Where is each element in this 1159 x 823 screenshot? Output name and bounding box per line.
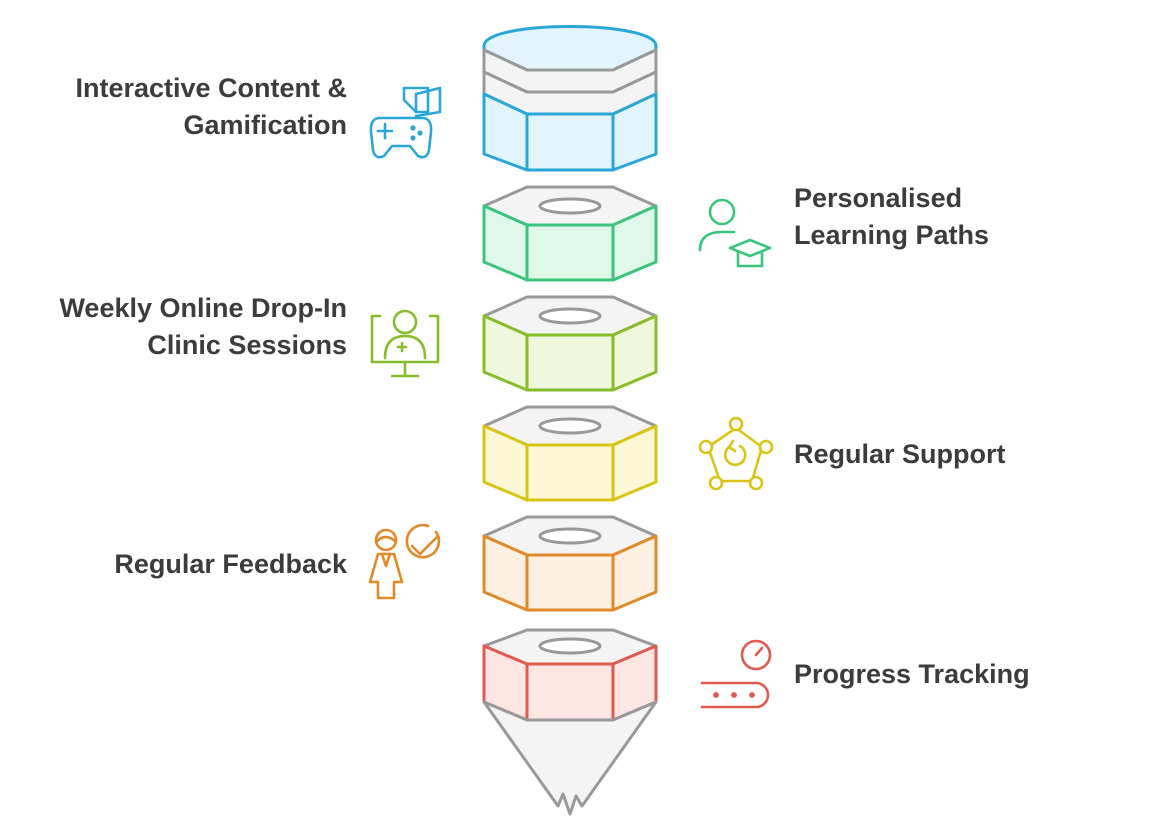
segment-personalised-learning xyxy=(482,185,658,282)
label-line: Learning Paths xyxy=(794,220,990,250)
controller-dpad xyxy=(376,122,394,140)
eraser-right-face xyxy=(611,92,658,172)
conveyor-belt xyxy=(700,681,770,709)
label-line: Interactive Content & xyxy=(75,73,347,103)
label-regular-feedback: Regular Feedback xyxy=(114,546,347,583)
pencil-tip-cone xyxy=(482,700,658,816)
cap-board xyxy=(728,238,772,258)
doctor-head xyxy=(392,309,418,335)
monitor-stand xyxy=(390,360,420,378)
label-line: Clinic Sessions xyxy=(147,330,347,360)
monitor-frame xyxy=(370,314,440,364)
conveyor-roller xyxy=(731,692,737,698)
refresh-arc xyxy=(724,444,747,467)
person-head xyxy=(374,528,398,552)
segment-front-face xyxy=(525,443,615,502)
person-collar xyxy=(380,552,392,568)
label-line: Gamification xyxy=(183,110,347,140)
segment-hole xyxy=(538,527,602,545)
conveyor-roller xyxy=(749,692,755,698)
game-controller-book-icon xyxy=(369,86,442,159)
label-line: Personalised xyxy=(794,183,963,213)
label-line: Regular Feedback xyxy=(114,549,347,579)
label-drop-in-clinic: Weekly Online Drop-In Clinic Sessions xyxy=(59,290,347,364)
network-pentagon xyxy=(706,426,764,483)
network-node xyxy=(728,416,744,432)
segment-right-face xyxy=(611,424,658,502)
refresh-arrow xyxy=(727,439,737,453)
network-node xyxy=(708,475,724,491)
segment-right-face xyxy=(611,204,658,282)
pencil-tip xyxy=(482,700,658,816)
student-graduation-cap-icon xyxy=(698,198,772,268)
student-head xyxy=(708,198,736,226)
support-network-icon xyxy=(698,416,774,491)
gauge-dial xyxy=(740,639,772,671)
network-node xyxy=(758,439,774,455)
segment-right-face xyxy=(611,534,658,612)
segment-interactive-content xyxy=(482,25,658,172)
label-progress-tracking: Progress Tracking xyxy=(794,656,1030,693)
conveyor-gauge-icon xyxy=(700,639,772,709)
checkmark xyxy=(410,534,440,556)
label-line: Weekly Online Drop-In xyxy=(59,293,347,323)
label-interactive-content: Interactive Content & Gamification xyxy=(75,70,347,144)
label-line: Regular Support xyxy=(794,439,1006,469)
label-line: Progress Tracking xyxy=(794,659,1030,689)
segment-hole xyxy=(538,307,602,325)
segment-front-face xyxy=(525,662,615,722)
person-body xyxy=(368,552,404,600)
network-node xyxy=(748,475,764,491)
cap-base xyxy=(736,250,764,268)
segment-hole xyxy=(538,637,602,655)
monitor-doctor-icon xyxy=(370,309,440,378)
check-circle xyxy=(405,523,441,559)
segment-hole xyxy=(538,417,602,435)
segment-hole xyxy=(538,197,602,215)
eraser-front-face xyxy=(525,112,615,172)
network-node xyxy=(698,439,714,455)
book-page xyxy=(402,86,430,114)
doctor-body xyxy=(383,334,427,360)
gauge-needle xyxy=(754,646,764,657)
student-shoulders xyxy=(698,230,736,252)
controller-button xyxy=(410,125,416,131)
person-checkmark-icon xyxy=(368,523,441,600)
segment-right-face xyxy=(611,314,658,392)
book-spine xyxy=(414,86,442,118)
person-hair xyxy=(374,535,398,544)
label-personalised-learning: Personalised Learning Paths xyxy=(794,180,989,254)
controller-button xyxy=(410,135,416,141)
medical-cross xyxy=(396,341,408,353)
conveyor-roller xyxy=(713,692,719,698)
segment-regular-support xyxy=(482,405,658,502)
eraser-top xyxy=(482,25,658,72)
segment-front-face xyxy=(525,333,615,392)
segment-regular-feedback xyxy=(482,515,658,612)
controller-body xyxy=(369,116,433,159)
segment-front-face xyxy=(525,553,615,612)
segment-drop-in-clinic xyxy=(482,295,658,392)
segment-progress-tracking xyxy=(482,628,658,722)
controller-button xyxy=(417,130,423,136)
label-regular-support: Regular Support xyxy=(794,436,1006,473)
segment-front-face xyxy=(525,223,615,282)
